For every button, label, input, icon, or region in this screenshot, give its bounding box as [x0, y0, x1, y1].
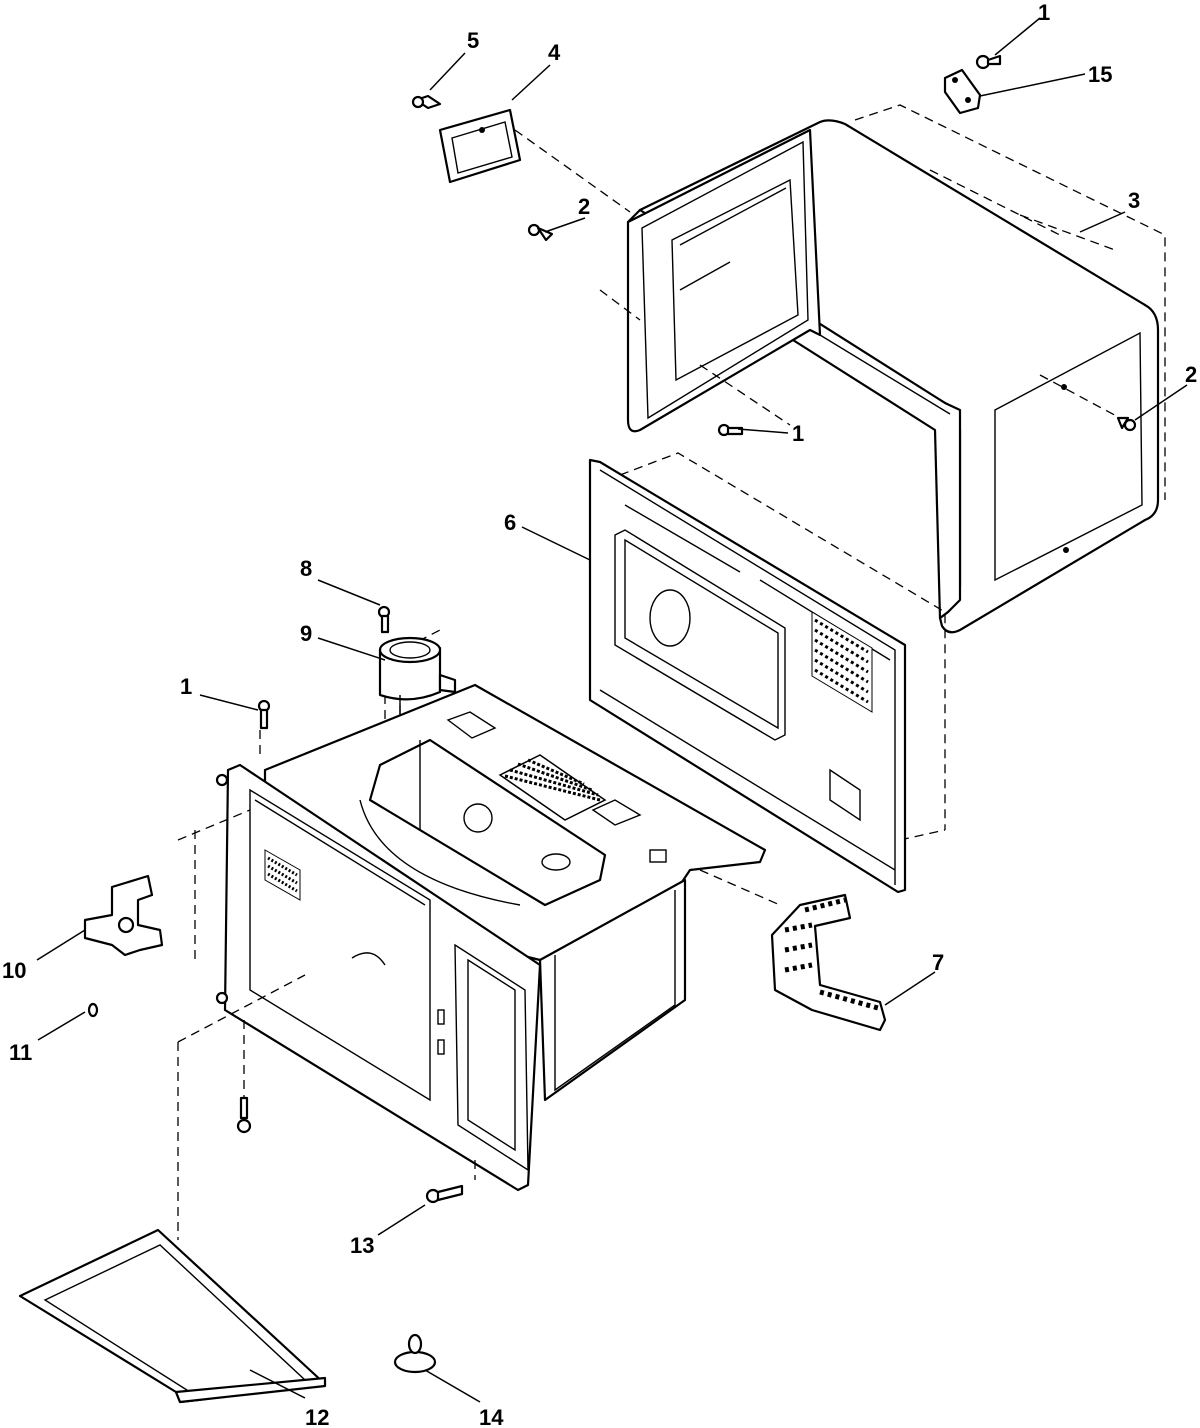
- callout-label: 10: [2, 958, 26, 983]
- callout-label: 8: [300, 556, 312, 581]
- callout-label: 7: [932, 950, 944, 975]
- callout-label: 1: [792, 421, 804, 446]
- rubber-foot: [393, 1333, 437, 1374]
- screw-icon: [975, 54, 1002, 70]
- screw-icon: [425, 1184, 464, 1204]
- screw-icon: [411, 94, 442, 110]
- vent-grille: [811, 611, 873, 713]
- mounting-plate: [943, 68, 982, 115]
- leader-lines: [36, 17, 1188, 1403]
- oven-cavity-chassis: [263, 629, 767, 1102]
- callout-label: 14: [479, 1405, 504, 1428]
- callout-label: 4: [548, 40, 561, 65]
- door-latch: [83, 874, 164, 957]
- air-duct: [770, 893, 887, 1032]
- callout-label: 3: [1128, 188, 1140, 213]
- callout-label: 11: [9, 1040, 32, 1065]
- screw-icon: [87, 1002, 99, 1018]
- screw-icon: [717, 423, 744, 437]
- callout-label: 2: [1185, 362, 1197, 387]
- callout-label: 5: [467, 28, 479, 53]
- callout-label: 1: [1038, 0, 1050, 25]
- glass-tray: [18, 1228, 327, 1404]
- screw-icon: [527, 223, 554, 242]
- callout-label: 13: [350, 1233, 374, 1258]
- front-plate: [215, 763, 542, 1192]
- callout-label: 15: [1088, 62, 1112, 87]
- screw-icon: [236, 1096, 252, 1134]
- screw-icon: [377, 605, 391, 634]
- motor-part: [378, 636, 457, 715]
- callout-label: 9: [300, 621, 312, 646]
- callout-label: 6: [504, 510, 516, 535]
- screw-icon: [257, 699, 271, 730]
- back-panel: [588, 452, 946, 894]
- callout-label: 2: [578, 194, 590, 219]
- callout-label: 1: [180, 674, 192, 699]
- waveguide-cover: [438, 108, 522, 184]
- callout-label: 12: [305, 1405, 329, 1428]
- cabinet-wrapper: [626, 104, 1166, 634]
- screw-icon: [1116, 416, 1137, 432]
